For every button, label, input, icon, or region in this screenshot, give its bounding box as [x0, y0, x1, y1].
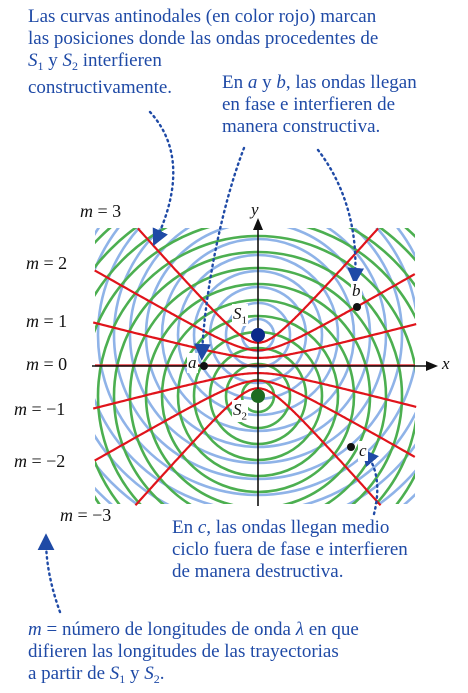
point-c-dot [347, 443, 355, 451]
point-c-label: c [358, 441, 368, 461]
caption-antinodal: Las curvas antinodales (en color rojo) m… [28, 6, 468, 99]
y-axis-arrow-icon [253, 218, 263, 230]
m-label-neg1: m = −1 [14, 399, 66, 419]
point-b-dot [353, 303, 361, 311]
caption-line: constructivamente. [28, 77, 173, 98]
x-axis-arrow-icon [426, 361, 438, 371]
pointer-arrow-b [316, 148, 365, 285]
caption-line: en fase e interfieren de [222, 94, 396, 115]
source-s1-label: S1 [232, 304, 248, 327]
caption-line: a partir de S1 y S2. [28, 663, 165, 686]
pointer-arrow-m [37, 533, 62, 614]
caption-line: de manera destructiva. [172, 561, 344, 582]
caption-line: ciclo fuera de fase e interfieren [172, 539, 408, 560]
m-label-0: m = 0 [26, 354, 68, 374]
pointer-arrow-antinodal [148, 110, 175, 247]
x-axis-label: x [442, 354, 450, 373]
y-axis-label: y [251, 200, 259, 219]
m-label-2: m = 2 [26, 253, 68, 273]
caption-line: manera constructiva. [222, 116, 381, 137]
m-label-3: m = 3 [80, 201, 122, 221]
pointer-arrow-a [194, 146, 246, 361]
source-s2-label: S2 [232, 400, 248, 423]
caption-m-definition: m = número de longitudes de onda λ en qu… [28, 619, 468, 690]
m-label-neg2: m = −2 [14, 451, 66, 471]
m-label-neg3: m = −3 [60, 505, 112, 525]
source-s2-dot [251, 389, 265, 403]
caption-constructive: En a y b, las ondas llegan en fase e int… [222, 72, 462, 138]
caption-line: difieren las longitudes de las trayector… [28, 641, 339, 662]
pointer-arrow-c [361, 448, 379, 516]
point-a-label: a [187, 353, 198, 373]
caption-line: S1 y S2 interfieren [28, 50, 162, 73]
caption-line: En c, las ondas llegan medio [172, 517, 390, 538]
caption-destructive: En c, las ondas llegan medio ciclo fuera… [172, 517, 462, 583]
caption-line: m = número de longitudes de onda λ en qu… [28, 619, 359, 640]
point-a-dot [200, 362, 208, 370]
caption-line: las posiciones donde las ondas procedent… [28, 28, 379, 49]
m-label-1: m = 1 [26, 311, 68, 331]
source-s1-dot [251, 328, 265, 342]
caption-line: En a y b, las ondas llegan [222, 72, 417, 93]
point-b-label: b [351, 281, 362, 301]
caption-line: Las curvas antinodales (en color rojo) m… [28, 6, 377, 27]
